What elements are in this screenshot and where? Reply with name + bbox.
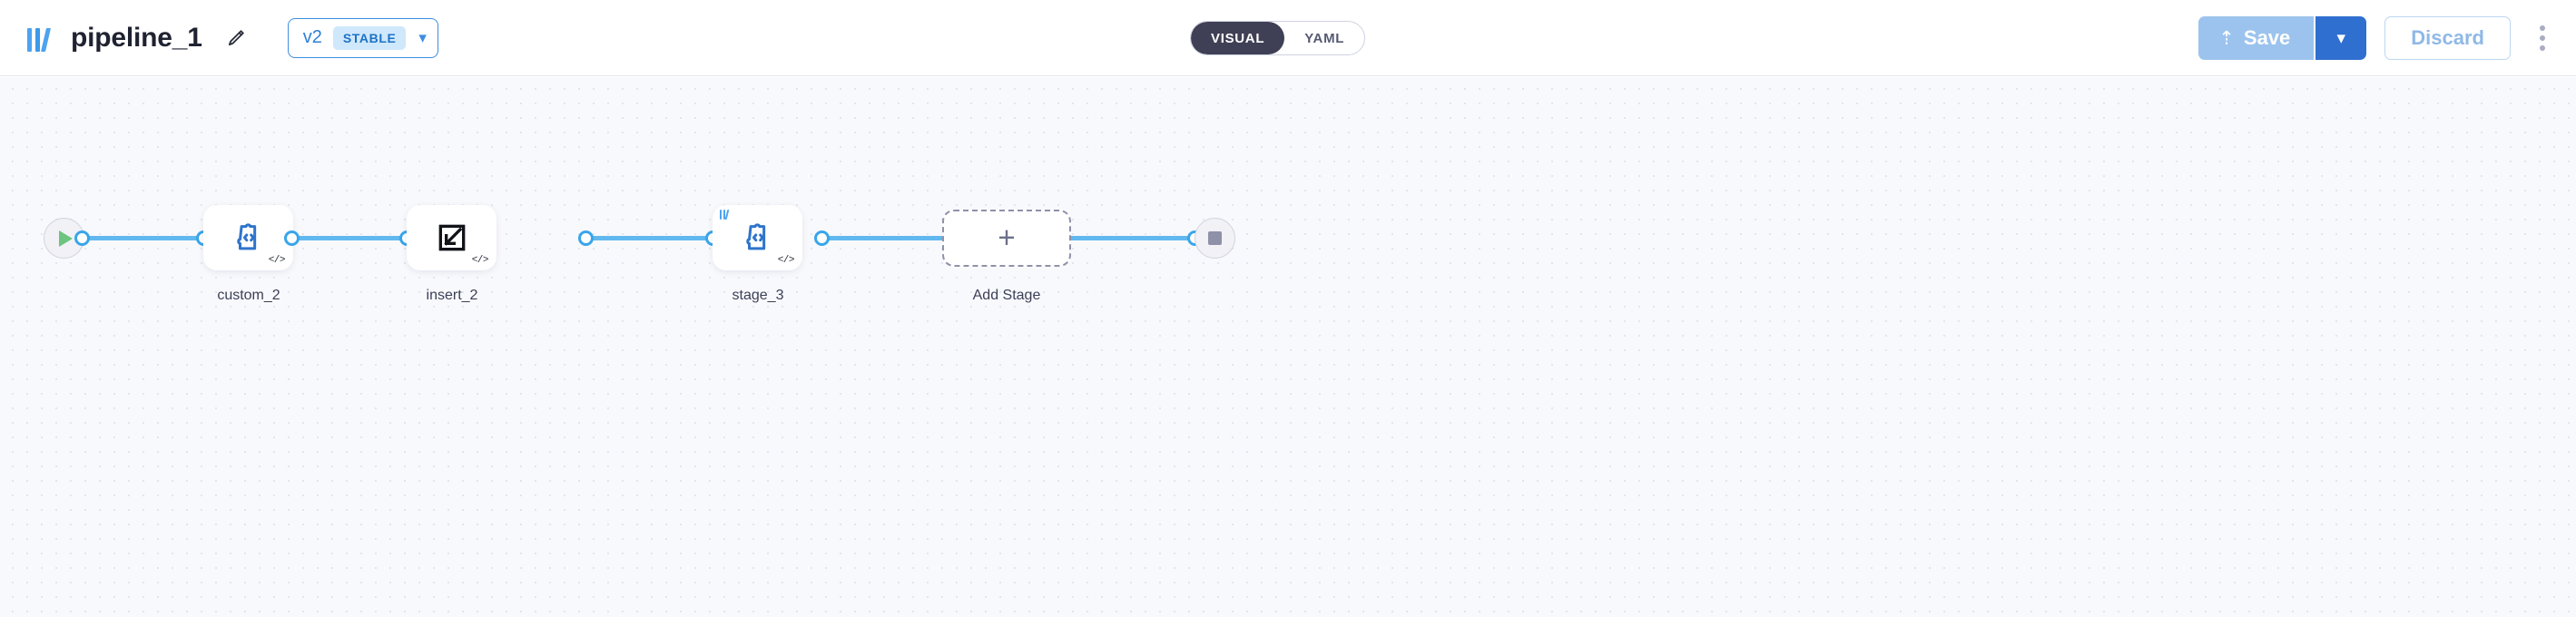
- pencil-icon[interactable]: [222, 24, 250, 52]
- stage-label-stage3: stage_3: [732, 288, 784, 303]
- stage-label-custom2: custom_2: [217, 288, 280, 303]
- tab-visual[interactable]: VISUAL: [1191, 22, 1285, 54]
- add-stage-button[interactable]: +: [942, 210, 1071, 267]
- page-title: pipeline_1: [71, 22, 202, 53]
- stage-node-custom2[interactable]: </>: [203, 205, 293, 270]
- insert-arrow-box-icon: [438, 224, 465, 251]
- bars-logo-icon: [27, 24, 58, 52]
- edge-start-to-custom2: [80, 236, 203, 240]
- header-right-cluster: ⇡ Save ▾ Discard: [2198, 0, 2556, 76]
- chevron-down-icon: ▾: [418, 29, 427, 46]
- app-header: pipeline_1 v2 STABLE ▾ VISUAL YAML ⇡ Sav…: [0, 0, 2576, 76]
- version-selector[interactable]: v2 STABLE ▾: [287, 17, 438, 58]
- stop-square-icon: [1208, 231, 1222, 245]
- port-custom2-out[interactable]: [284, 230, 300, 246]
- chevron-down-icon: ▾: [2336, 28, 2346, 48]
- save-button[interactable]: ⇡ Save: [2198, 16, 2315, 60]
- stage-label-insert2: insert_2: [426, 288, 478, 303]
- version-label: v2: [302, 27, 322, 47]
- save-options-button[interactable]: ▾: [2314, 16, 2367, 60]
- stage-node-insert2[interactable]: </>: [407, 205, 497, 270]
- port-insert2-out[interactable]: [578, 230, 594, 246]
- add-stage-label: Add Stage: [972, 288, 1041, 303]
- puzzle-code-icon: [236, 223, 256, 250]
- play-icon: [59, 230, 73, 247]
- tab-yaml[interactable]: YAML: [1304, 30, 1345, 46]
- upload-arrow-icon: ⇡: [2218, 27, 2235, 49]
- mode-toggle[interactable]: VISUAL YAML: [1190, 21, 1366, 55]
- port-start-out[interactable]: [74, 230, 90, 246]
- end-node[interactable]: [1195, 218, 1235, 259]
- edge-stage3-to-addstage: [821, 236, 949, 240]
- puzzle-code-icon: [745, 223, 765, 250]
- kebab-menu-icon[interactable]: [2529, 16, 2556, 60]
- discard-button[interactable]: Discard: [2384, 16, 2511, 60]
- edge-addstage-to-end: [1067, 236, 1195, 240]
- status-badge: STABLE: [332, 25, 407, 50]
- pipeline-canvas[interactable]: </> custom_2 </> insert_2: [0, 77, 2576, 617]
- code-badge: </>: [268, 255, 286, 266]
- save-button-label: Save: [2243, 26, 2291, 49]
- code-badge: </>: [777, 255, 795, 266]
- port-stage3-out[interactable]: [814, 230, 830, 246]
- header-left-cluster: pipeline_1 v2 STABLE ▾: [27, 17, 438, 58]
- code-badge: </>: [471, 255, 489, 266]
- stage-node-stage3[interactable]: </>: [713, 205, 802, 270]
- edge-custom2-to-insert2: [284, 236, 407, 240]
- plus-icon: +: [998, 220, 1016, 254]
- save-button-group: ⇡ Save ▾: [2198, 16, 2367, 60]
- bars-logo-icon: [720, 210, 730, 220]
- edge-insert2-to-stage3: [585, 236, 713, 240]
